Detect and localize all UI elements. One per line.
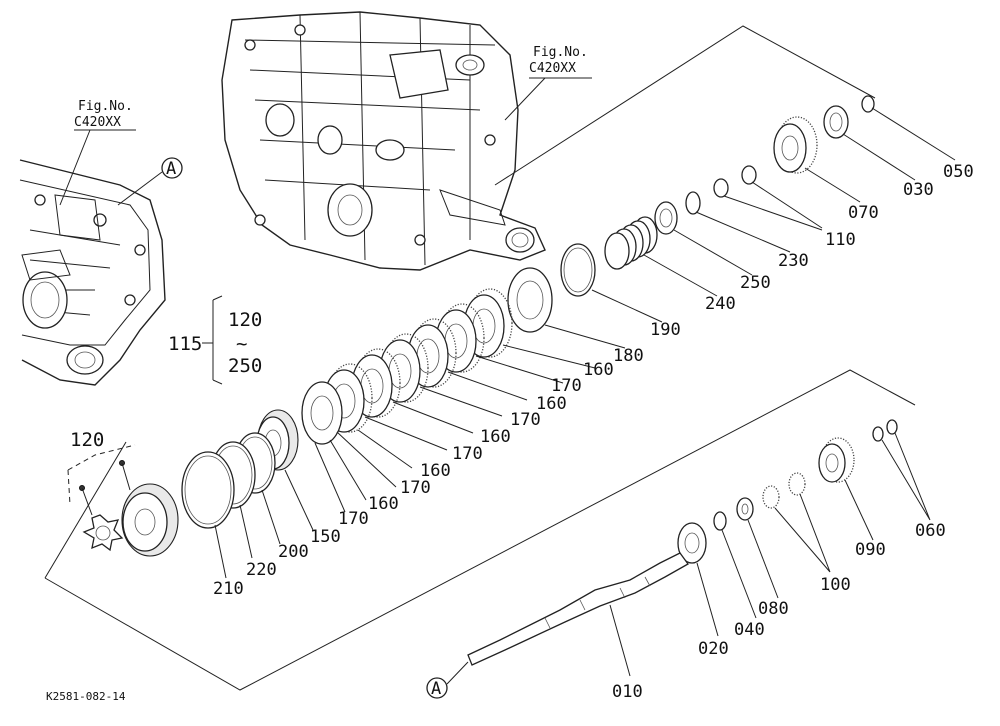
callout-a-bottom-label: A: [431, 679, 441, 699]
group-bracket: 115 120 ~ 250: [168, 295, 262, 385]
part-label-080: 080: [758, 599, 789, 619]
left-housing: [19, 159, 166, 386]
part-label-170d: 170: [400, 478, 431, 498]
part-label-060: 060: [915, 521, 946, 541]
fig-ref-left: Fig.No. C420XX: [59, 99, 136, 206]
part-label-250: 250: [740, 273, 771, 293]
clutch-assembly: [82, 95, 875, 557]
part-label-090: 090: [855, 540, 886, 560]
part-label-170c: 170: [452, 444, 483, 464]
callout-a-top-label: A: [166, 159, 176, 179]
shaft-assembly: [467, 419, 898, 666]
part-label-190: 190: [650, 320, 681, 340]
part-label-170b: 170: [510, 410, 541, 430]
part-label-210: 210: [213, 579, 244, 599]
part-label-030: 030: [903, 180, 934, 200]
callout-a-bottom: A: [426, 661, 469, 699]
part-label-160d: 160: [420, 461, 451, 481]
part-label-050: 050: [943, 162, 974, 182]
part-label-040: 040: [734, 620, 765, 640]
part-label-240: 240: [705, 294, 736, 314]
part-label-160a: 160: [583, 360, 614, 380]
drawing-code: K2581-082-14: [46, 690, 126, 703]
part-label-220: 220: [246, 560, 277, 580]
fig-ref-left-line1: Fig.No.: [78, 99, 133, 114]
part-label-070: 070: [848, 203, 879, 223]
part-label-150: 150: [310, 527, 341, 547]
fig-ref-right: Fig.No. C420XX: [504, 45, 592, 121]
part-label-160e: 160: [368, 494, 399, 514]
part-label-180: 180: [613, 346, 644, 366]
part-label-170e: 170: [338, 509, 369, 529]
part-label-010: 010: [612, 682, 643, 702]
part-label-110: 110: [825, 230, 856, 250]
group-main-label: 115: [168, 333, 202, 355]
top-housing: [221, 11, 546, 271]
part-label-200: 200: [278, 542, 309, 562]
sub-group-label: 120: [70, 429, 104, 451]
group-range-start: 120: [228, 309, 262, 331]
part-label-100: 100: [820, 575, 851, 595]
part-label-160c: 160: [480, 427, 511, 447]
fig-ref-right-line2: C420XX: [529, 61, 576, 76]
part-label-170a: 170: [551, 376, 582, 396]
part-label-230: 230: [778, 251, 809, 271]
group-range-end: 250: [228, 355, 262, 377]
sub-group-120: 120: [67, 429, 136, 516]
fig-ref-left-line2: C420XX: [74, 115, 121, 130]
leader-lines: [214, 107, 956, 677]
fig-ref-right-line1: Fig.No.: [533, 45, 588, 60]
part-label-020: 020: [698, 639, 729, 659]
part-label-160b: 160: [536, 394, 567, 414]
part-labels: 050 030 070 110 230 250 240 190 180 160 …: [213, 162, 974, 702]
callout-a-top: A: [117, 157, 183, 206]
group-range-sep: ~: [236, 333, 247, 355]
assembly-boundary: [44, 25, 916, 691]
